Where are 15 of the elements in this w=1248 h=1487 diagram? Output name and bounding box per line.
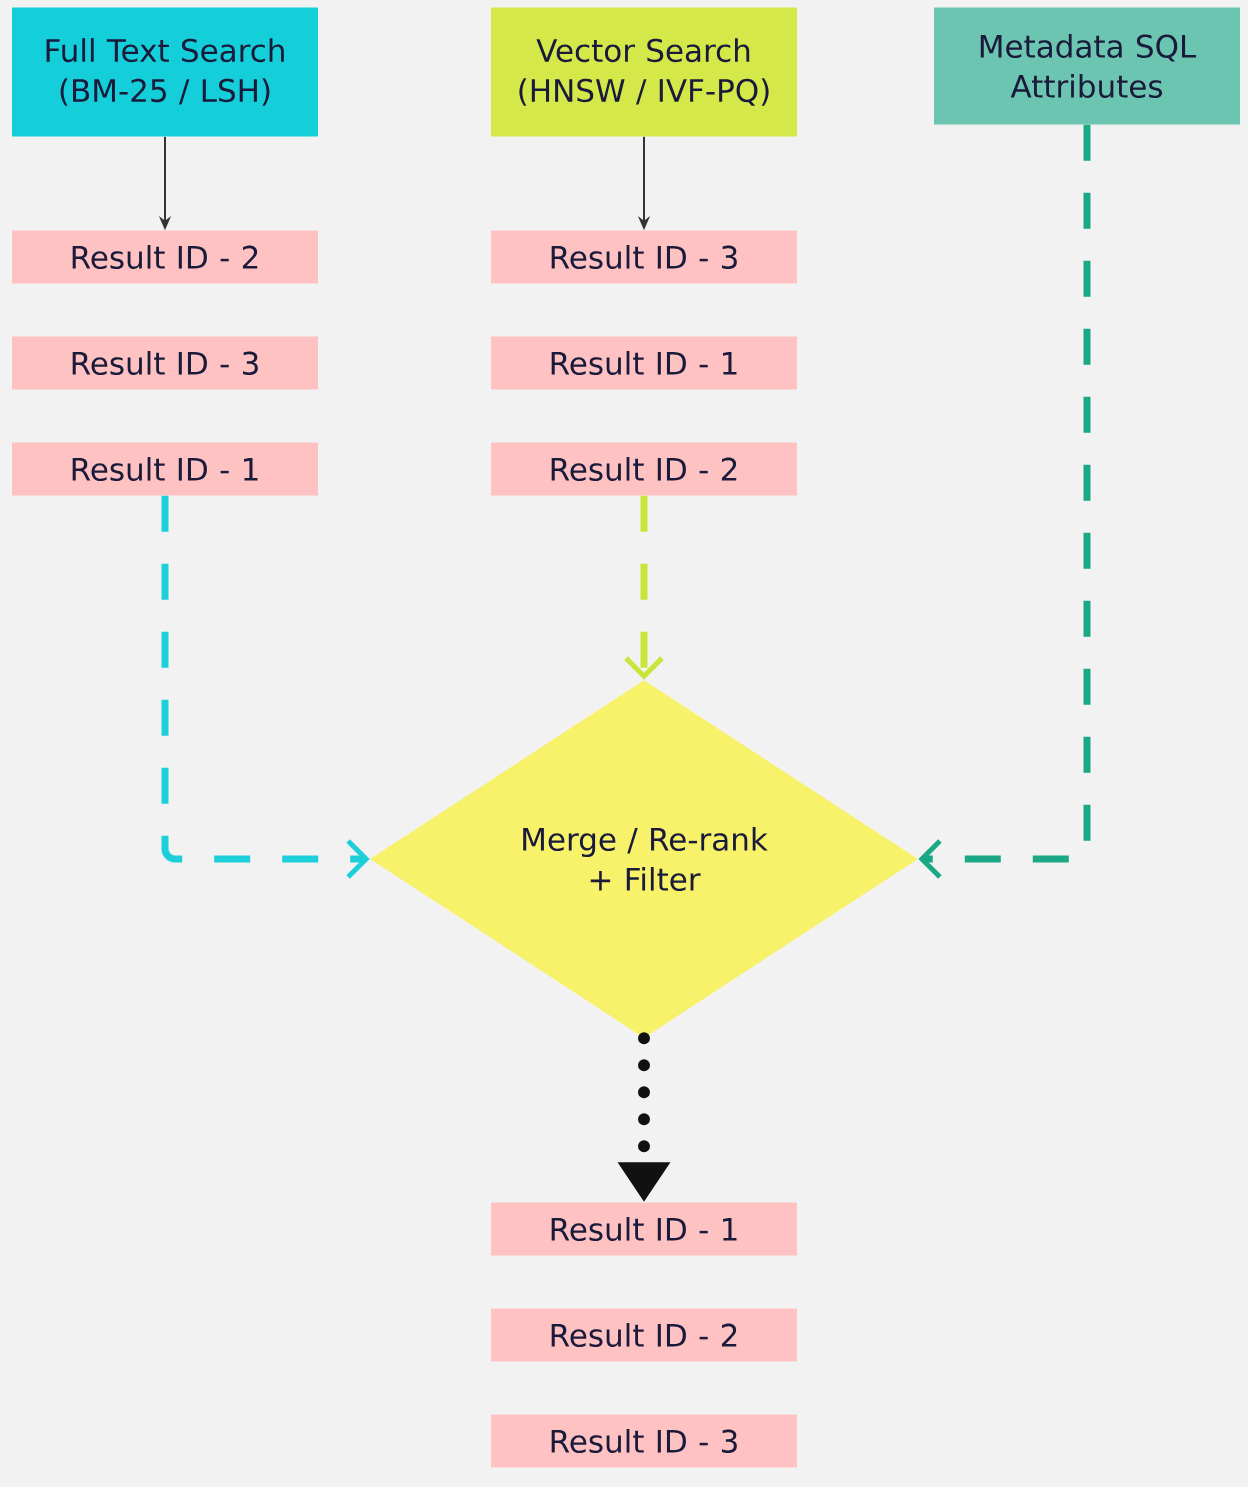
arrow	[624, 495, 664, 680]
process-box: Result ID - 1	[12, 442, 318, 496]
arrow	[161, 495, 370, 879]
process-box: Vector Search (HNSW / IVF-PQ)	[491, 7, 797, 137]
process-box: Result ID - 2	[12, 230, 318, 284]
process-box: Result ID - 2	[491, 1308, 797, 1362]
process-box: Result ID - 3	[12, 336, 318, 390]
process-box: Full Text Search (BM-25 / LSH)	[12, 7, 318, 137]
process-box: Metadata SQL Attributes	[934, 7, 1240, 125]
process-box: Result ID - 3	[491, 230, 797, 284]
process-box: Result ID - 2	[491, 442, 797, 496]
process-box: Result ID - 3	[491, 1414, 797, 1468]
process-box: Result ID - 1	[491, 336, 797, 390]
process-box: Result ID - 1	[491, 1202, 797, 1256]
arrow	[918, 124, 1091, 879]
